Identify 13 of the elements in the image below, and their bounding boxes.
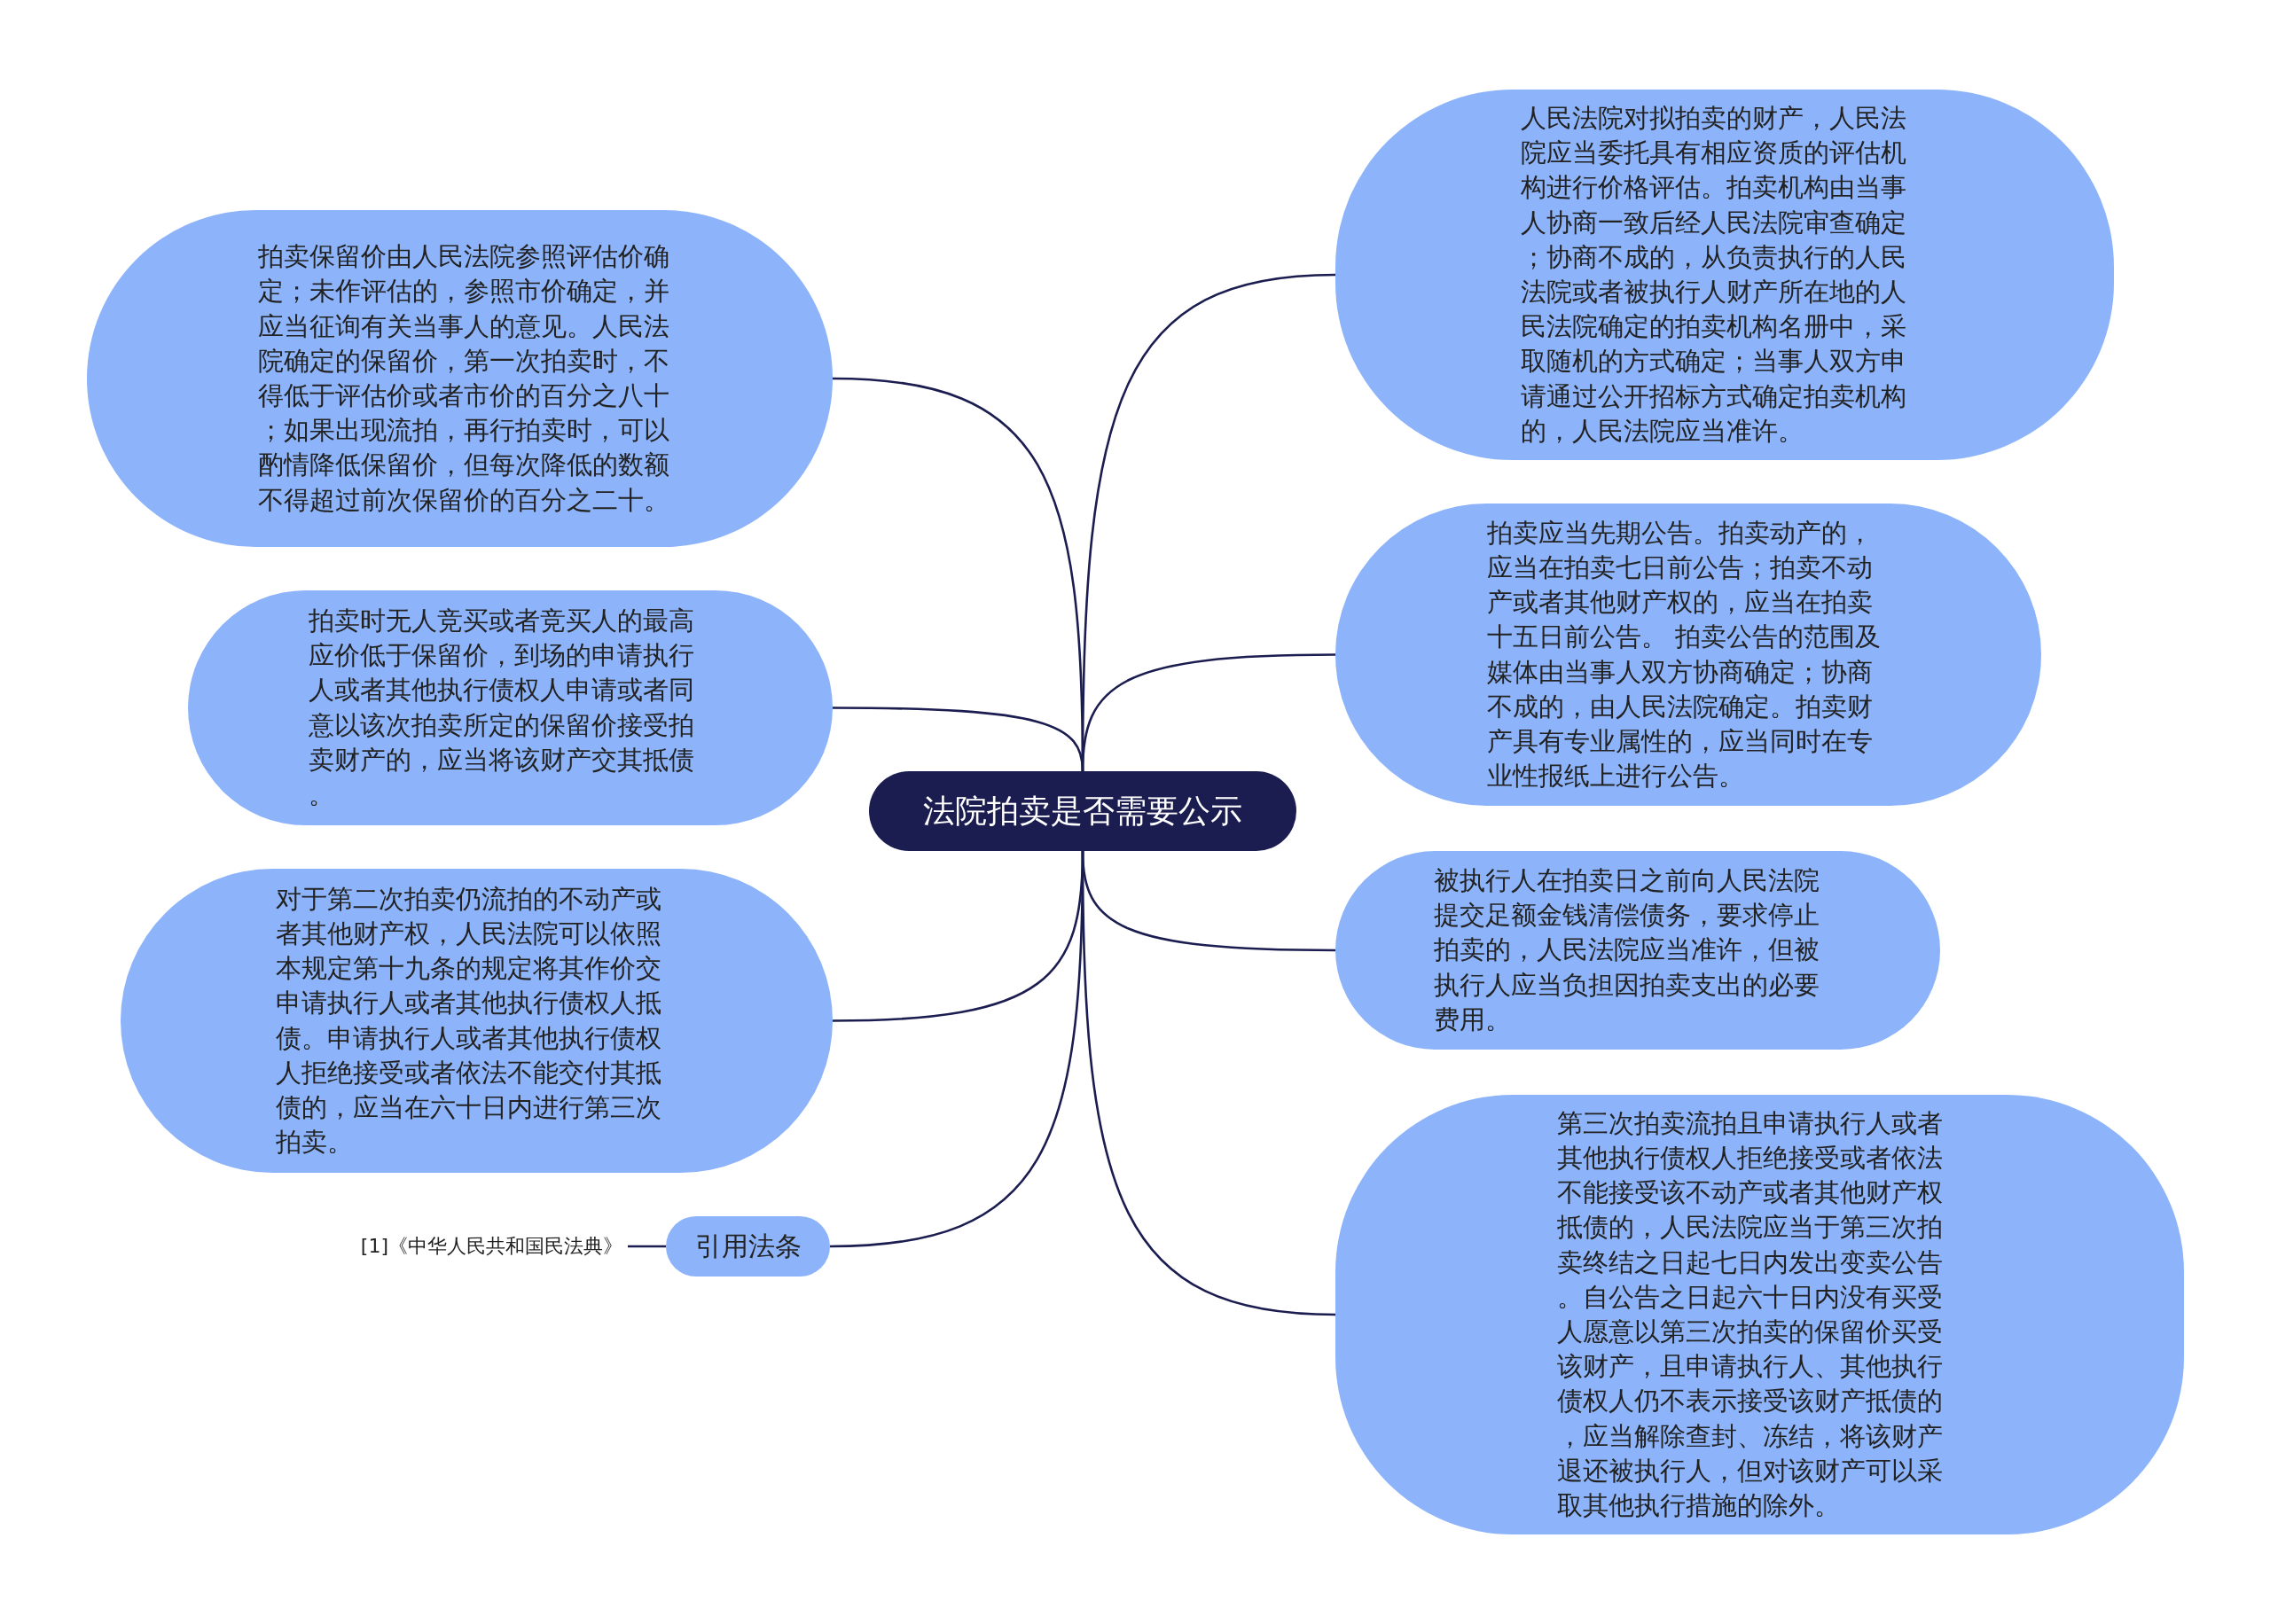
central-topic: 法院拍卖是否需要公示: [869, 771, 1296, 851]
topic-bubble: 拍卖保留价由人民法院参照评估价确定；未作评估的，参照市价确定，并应当征询有关当事人的意见。人民法院确定的保留价，第一次拍卖时，不得低于评估价或者市价的百分之八十；如果出现流拍，再行拍卖时，可以酌情降低保留价，但每次降低的数额不得超过前次保留价的百分之二十。: [87, 210, 833, 547]
connector-line: [628, 1245, 666, 1248]
topic-bubble: 对于第二次拍卖仍流拍的不动产或者其他财产权，人民法院可以依照本规定第十九条的规定将其作价交申请执行人或者其他执行债权人抵债。申请执行人或者其他执行债权人拒绝接受或者依法不能交付其抵债的，应当在六十日内进行第三次拍卖。: [121, 869, 833, 1173]
subtopic-bubble: 引用法条: [666, 1216, 830, 1277]
topic-bubble: 被执行人在拍卖日之前向人民法院提交足额金钱清偿债务，要求停止拍卖的，人民法院应当准许，但被执行人应当负担因拍卖支出的必要费用。: [1335, 851, 1940, 1050]
topic-bubble: 拍卖应当先期公告。拍卖动产的，应当在拍卖七日前公告；拍卖不动产或者其他财产权的，应当在拍卖十五日前公告。 拍卖公告的范围及媒体由当事人双方协商确定；协商不成的，由人民法院确定。拍卖财产具有专业属性的，应当同时在专业性报纸上进行公告。: [1335, 504, 2041, 806]
topic-bubble: 第三次拍卖流拍且申请执行人或者其他执行债权人拒绝接受或者依法不能接受该不动产或者其他财产权抵债的，人民法院应当于第三次拍卖终结之日起七日内发出变卖公告。自公告之日起六十日内没有买受人愿意以第三次拍卖的保留价买受该财产，且申请执行人、其他执行债权人仍不表示接受该财产抵债的，应当解除查封、冻结，将该财产退还被执行人，但对该财产可以采取其他执行措施的除外。: [1335, 1095, 2184, 1534]
topic-bubble: 拍卖时无人竞买或者竞买人的最高应价低于保留价，到场的申请执行人或者其他执行债权人申请或者同意以该次拍卖所定的保留价接受拍卖财产的，应当将该财产交其抵债。: [188, 590, 833, 825]
connector-line: [833, 707, 1084, 772]
connector-line: [829, 851, 1084, 1248]
citation-text: [1]《中华人民共和国民法典》: [337, 1229, 622, 1264]
topic-bubble: 人民法院对拟拍卖的财产，人民法院应当委托具有相应资质的评估机构进行价格评估。拍卖机构由当事人协商一致后经人民法院审查确定；协商不成的，从负责执行的人民法院或者被执行人财产所在地的人民法院确定的拍卖机构名册中，采取随机的方式确定；当事人双方申请通过公开招标方式确定拍卖机构的，人民法院应当准许。: [1335, 90, 2114, 460]
